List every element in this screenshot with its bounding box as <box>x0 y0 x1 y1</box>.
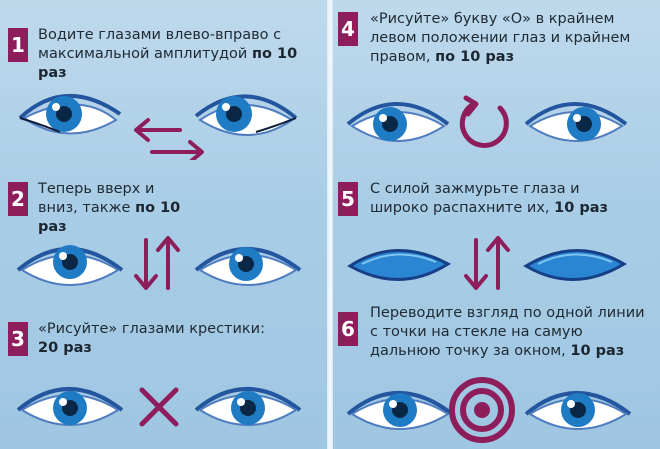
step-text: Переводите взгляд по одной линии с точки… <box>370 305 645 359</box>
eye-right-icon <box>194 387 302 426</box>
closed-eye-right-icon <box>523 249 627 281</box>
eye-right-icon <box>194 94 298 136</box>
cross-icon <box>139 387 179 427</box>
step-instruction: Водите глазами влево-вправо с максимальн… <box>38 26 322 83</box>
closed-eye-left-icon <box>347 249 451 281</box>
step-number-badge: 3 <box>8 322 28 356</box>
step-number-badge: 5 <box>338 182 358 216</box>
step-repetitions: по 10 раз <box>38 200 181 235</box>
step-repetitions: по 10 раз <box>38 46 298 81</box>
eye-looking-up-icon <box>16 245 124 286</box>
step-number-badge: 1 <box>8 28 28 62</box>
step-text: «Рисуйте» глазами крестики: <box>38 321 265 337</box>
step-repetitions: 20 раз <box>38 340 92 356</box>
step-illustration <box>0 80 328 160</box>
step-illustration <box>332 84 660 164</box>
eye-right-icon <box>524 391 632 430</box>
step-instruction: С силой зажмурьте глаза и широко распахн… <box>370 180 610 218</box>
step-text: Теперь вверх и вниз, также <box>38 181 155 216</box>
left-column: 1 Водите глазами влево-вправо с максимал… <box>0 0 328 449</box>
eye-left-icon <box>18 93 122 135</box>
step-illustration <box>332 372 660 449</box>
eye-right-icon <box>524 102 628 142</box>
step-illustration <box>0 370 328 446</box>
step-text: Водите глазами влево-вправо с максимальн… <box>38 27 282 62</box>
step-instruction: «Рисуйте» букву «О» в крайнем левом поло… <box>370 10 650 67</box>
circular-arrow-icon <box>459 95 509 148</box>
step-number-badge: 4 <box>338 12 358 46</box>
right-column: 4 «Рисуйте» букву «О» в крайнем левом по… <box>332 0 660 449</box>
eye-looking-down-icon <box>194 247 302 286</box>
step-instruction: «Рисуйте» глазами крестики: 20 раз <box>38 320 322 358</box>
eye-left-icon <box>346 391 454 430</box>
step-illustration <box>332 226 660 302</box>
step-repetitions: 10 раз <box>554 200 608 216</box>
step-repetitions: 10 раз <box>570 343 625 359</box>
step-text: С силой зажмурьте глаза и широко распахн… <box>370 181 580 216</box>
eye-left-icon <box>346 102 450 142</box>
step-repetitions: по 10 раз <box>435 49 514 65</box>
horizontal-arrows-icon <box>134 118 204 160</box>
step-text: «Рисуйте» букву «О» в крайнем левом поло… <box>370 11 631 65</box>
step-number-badge: 6 <box>338 312 358 346</box>
vertical-arrows-icon <box>464 236 510 290</box>
eye-left-icon <box>16 387 124 426</box>
step-illustration <box>0 226 328 306</box>
step-instruction: Переводите взгляд по одной линии с точки… <box>370 304 650 361</box>
step-instruction: Теперь вверх и вниз, также по 10 раз <box>38 180 198 237</box>
target-icon <box>449 377 515 443</box>
column-divider <box>327 0 333 449</box>
step-number-badge: 2 <box>8 182 28 216</box>
vertical-arrows-icon <box>134 236 180 290</box>
